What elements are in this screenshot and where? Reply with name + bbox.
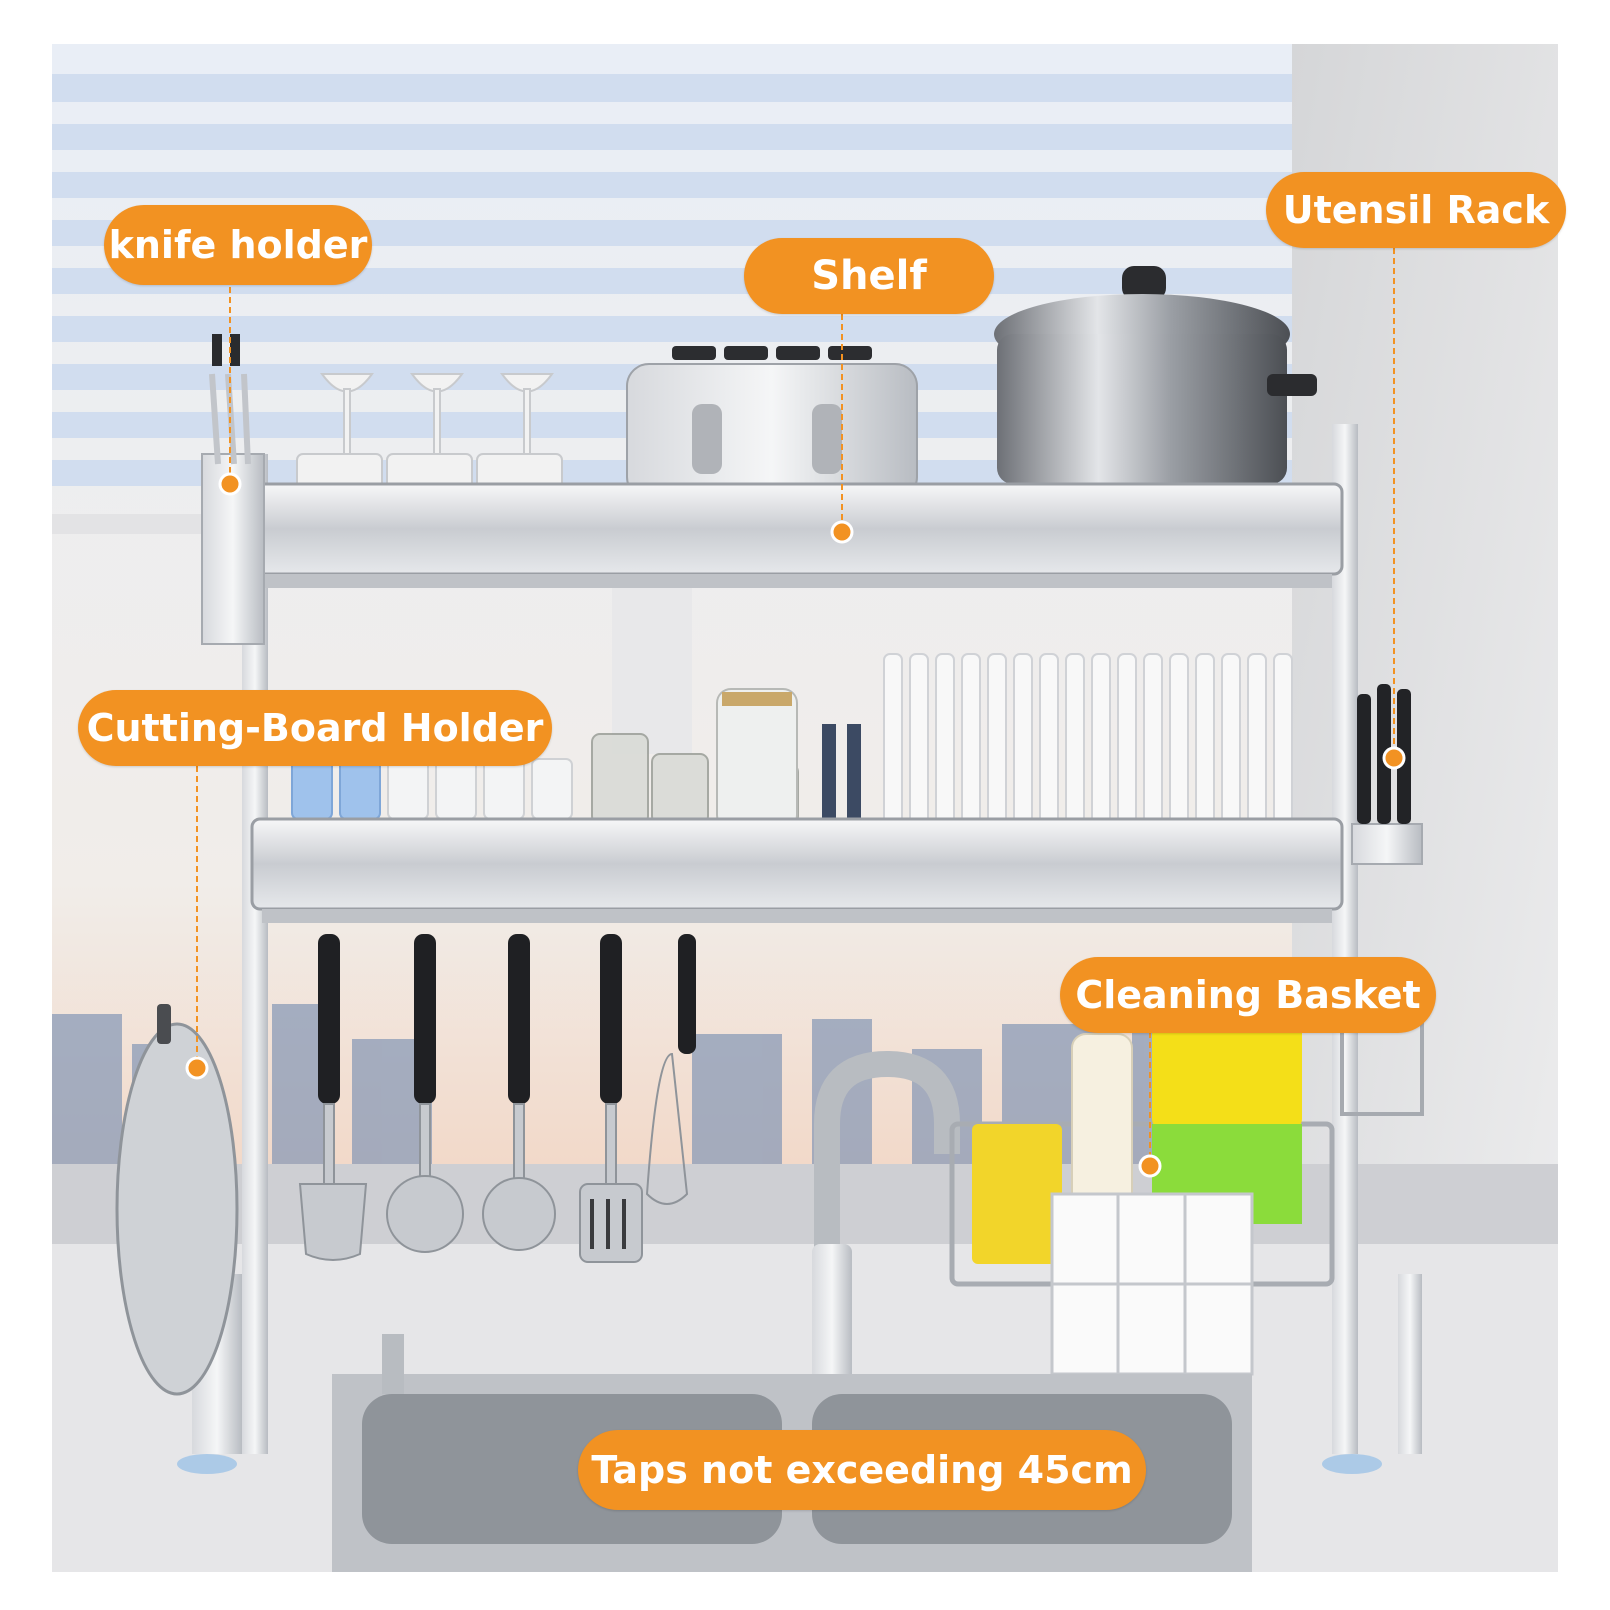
cutting-board-holder-label: Cutting-Board Holder (78, 690, 552, 766)
taps-height-label: Taps not exceeding 45cm (578, 1430, 1146, 1510)
cleaning-basket-label: Cleaning Basket (1060, 957, 1436, 1033)
knife-holder-label: knife holder (104, 205, 372, 285)
shelf-label: Shelf (744, 238, 994, 314)
utensil-rack-label: Utensil Rack (1266, 172, 1566, 248)
